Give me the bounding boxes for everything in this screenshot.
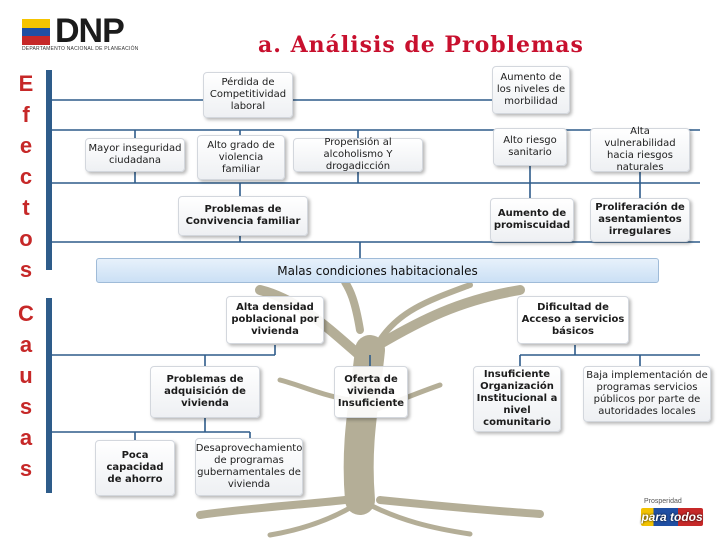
effect-alcoholismo: Propensión al alcoholismo Y drogadicción: [293, 137, 423, 172]
efectos-letter: s: [19, 257, 33, 282]
effect-mayor-inseguridad: Mayor inseguridad ciudadana: [85, 138, 185, 172]
cause-poca-capacidad-ahorro: Poca capacidad de ahorro: [95, 440, 175, 496]
causas-letter: s: [19, 456, 33, 481]
dnp-logo-subtitle: DEPARTAMENTO NACIONAL DE PLANEACIÓN: [22, 46, 139, 52]
tree-illustration: [196, 278, 544, 538]
dnp-logo: DNP: [55, 12, 125, 50]
causas-letter: s: [19, 394, 33, 419]
cause-desaprovechamiento-programas: Desaprovechamiento de programas gubernam…: [195, 438, 303, 496]
cause-acceso-servicios: Dificultad de Acceso a servicios básicos: [517, 296, 629, 344]
prosperidad-para-todos-logo: para todos: [641, 508, 703, 526]
cause-adquisicion-vivienda: Problemas de adquisición de vivienda: [150, 366, 260, 418]
efectos-letter: o: [19, 226, 33, 251]
effect-riesgo-sanitario: Alto riesgo sanitario: [493, 128, 567, 166]
causas-letter: C: [18, 301, 34, 326]
effect-vulnerabilidad: Alta vulnerabilidad hacia riesgos natura…: [590, 126, 690, 173]
causas-letter: u: [19, 363, 33, 388]
efectos-letter: t: [22, 195, 30, 220]
effect-perdida-competitividad: Pérdida de Competitividad laboral: [203, 72, 293, 118]
efectos-letter: e: [19, 133, 33, 158]
cause-oferta-insuficiente: Oferta de vivienda Insuficiente: [334, 366, 408, 418]
causas-letter: a: [19, 425, 33, 450]
effect-violencia-familiar: Alto grado de violencia familiar: [197, 135, 285, 180]
efectos-bar: [46, 70, 52, 270]
cause-organizacion-institucional: Insuficiente Organización Institucional …: [473, 366, 561, 432]
causas-letter: a: [19, 332, 33, 357]
effect-promiscuidad: Aumento de promiscuidad: [490, 198, 574, 242]
page-title: a. Análisis de Problemas: [258, 32, 584, 58]
slogan-small: Prosperidad: [644, 498, 682, 505]
effect-asentamientos: Proliferación de asentamientos irregular…: [590, 198, 690, 242]
effect-convivencia-familiar: Problemas de Convivencia familiar: [178, 196, 308, 236]
dnp-flag-icon: [22, 19, 50, 45]
efectos-letter: E: [18, 71, 34, 96]
efectos-letter: f: [22, 102, 30, 127]
causas-bar: [46, 298, 52, 493]
central-problem: Malas condiciones habitacionales: [96, 258, 659, 283]
cause-alta-densidad: Alta densidad poblacional por vivienda: [226, 296, 324, 344]
effect-aumento-morbilidad: Aumento de los niveles de morbilidad: [492, 66, 570, 114]
efectos-letter: c: [19, 164, 33, 189]
cause-baja-implementacion: Baja implementación de programas servici…: [583, 366, 711, 422]
connector-lines: [52, 90, 700, 440]
